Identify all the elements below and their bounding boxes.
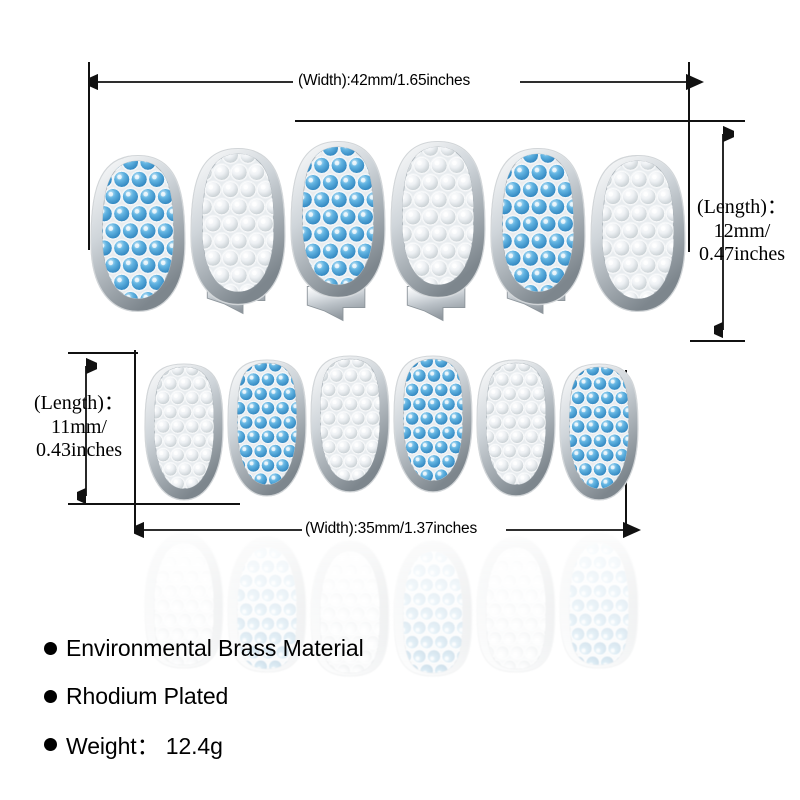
tooth <box>310 355 390 493</box>
lower-left-bottom-tick <box>68 503 240 505</box>
list-item: Weight： 12.4g <box>44 728 564 760</box>
spec-list: Environmental Brass Material Rhodium Pla… <box>44 632 564 776</box>
bullet-icon <box>44 689 57 703</box>
tooth <box>590 154 686 313</box>
upper-grill <box>90 140 686 322</box>
spec-label: Weight： 12.4g <box>66 733 223 759</box>
lower-width-arrow <box>134 521 641 539</box>
upper-width-label: (Width):42mm/1.65inches <box>298 72 470 89</box>
lower-width-left-extension <box>134 350 136 532</box>
bullet-icon <box>44 641 57 655</box>
upper-length-top-tick <box>688 120 745 122</box>
upper-length-bottom-tick <box>690 340 745 342</box>
tooth <box>144 363 224 501</box>
upper-length-label: (Length)： 12mm/ 0.47inches <box>697 196 787 266</box>
lower-left-top-tick <box>68 352 138 354</box>
upper-width-right-extension <box>688 62 690 252</box>
lower-length-arrow <box>77 357 97 505</box>
list-item: Rhodium Plated <box>44 680 564 712</box>
tooth <box>476 359 556 497</box>
tooth <box>290 140 386 299</box>
lower-grill <box>144 355 639 501</box>
bullet-icon <box>44 737 57 751</box>
lower-width-label: (Width):35mm/1.37inches <box>305 520 477 537</box>
spec-label: Environmental Brass Material <box>66 634 364 661</box>
tooth <box>490 147 586 306</box>
spec-label: Rhodium Plated <box>66 682 229 709</box>
tooth <box>559 363 639 501</box>
tooth <box>227 359 307 497</box>
lower-length-label: (Length)： 11mm/ 0.43inches <box>34 392 124 462</box>
tooth <box>390 140 486 299</box>
tooth <box>393 355 473 493</box>
upper-top-tick-line <box>295 120 745 122</box>
upper-width-left-extension <box>88 62 90 250</box>
list-item: Environmental Brass Material <box>44 632 564 664</box>
upper-length-arrow <box>714 125 734 339</box>
upper-width-arrow <box>88 73 704 91</box>
tooth <box>90 154 186 313</box>
